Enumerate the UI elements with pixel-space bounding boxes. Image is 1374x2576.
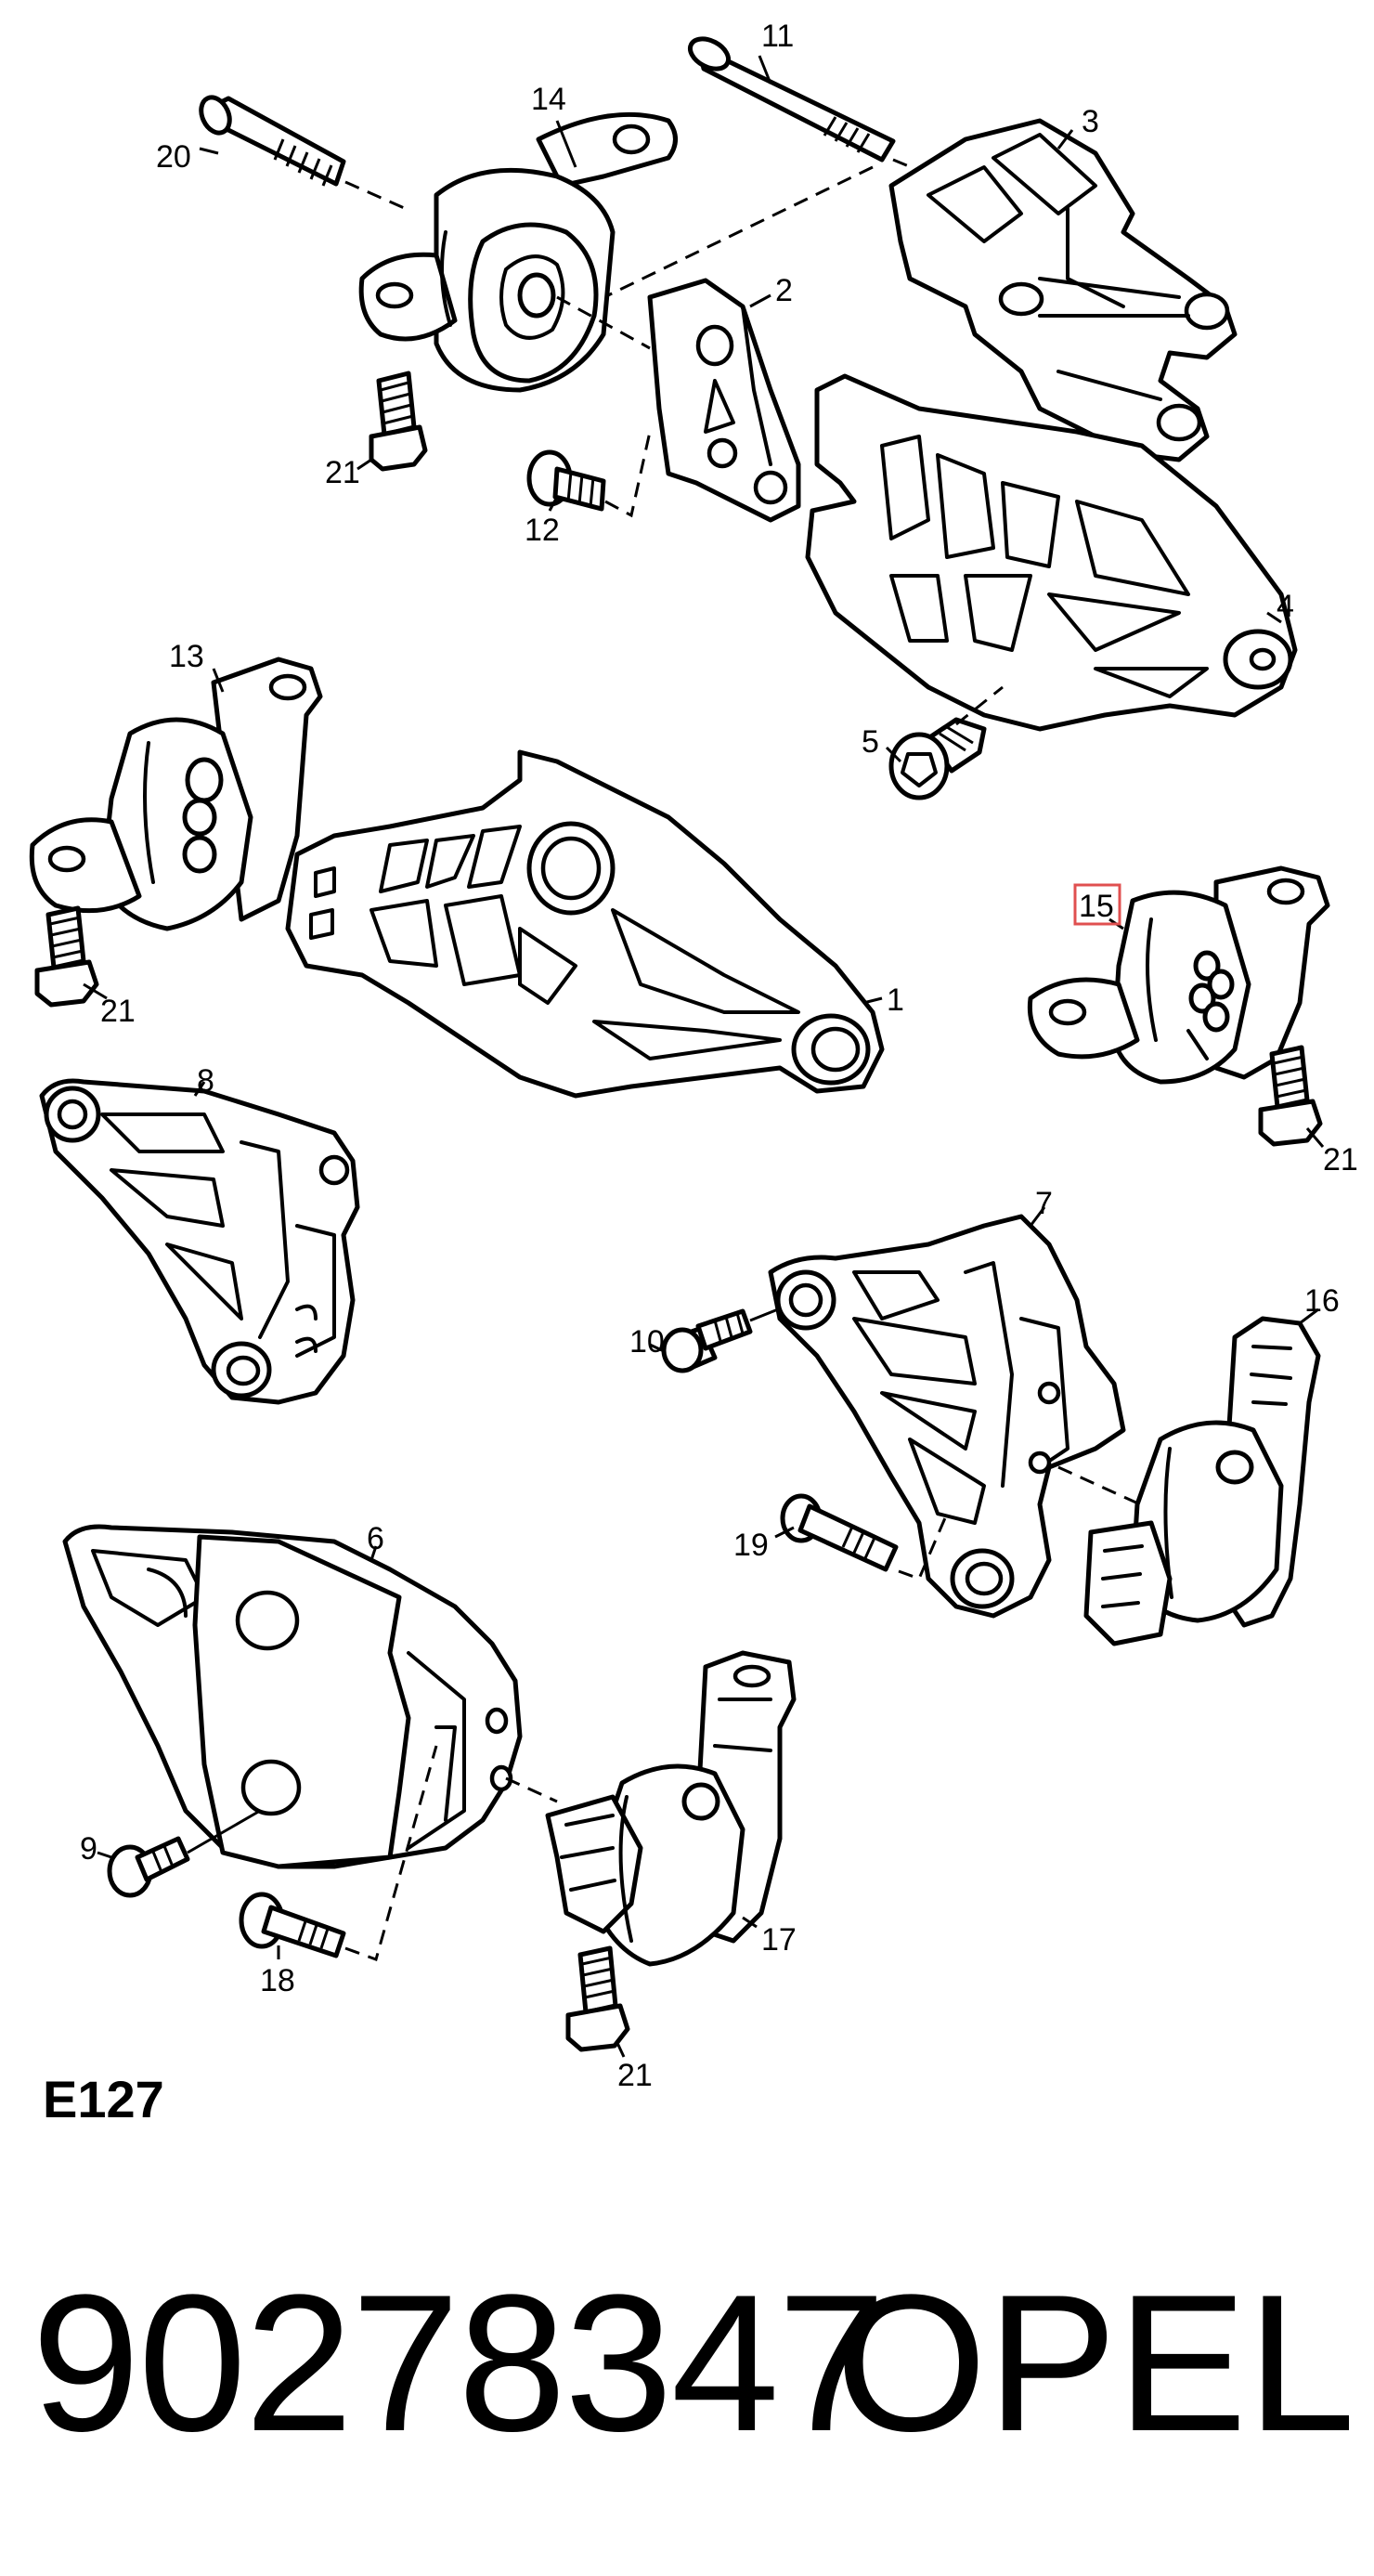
leader-7-16 (1057, 1465, 1161, 1516)
leader-5-4 (955, 685, 1004, 726)
bracket-2 (647, 278, 801, 523)
leader-9-6 (187, 1809, 261, 1854)
callout-13: 13 (169, 639, 204, 674)
callout-leaders (83, 55, 1325, 2058)
callout-15: 15 (1079, 889, 1114, 924)
bolt-12 (526, 449, 606, 512)
callout-19: 19 (733, 1528, 769, 1563)
leader-10-7 (749, 1308, 779, 1322)
bracket-4 (805, 373, 1298, 732)
leader-14-2 (556, 295, 651, 350)
callout-16: 16 (1304, 1283, 1340, 1319)
bolt-19 (780, 1493, 899, 1572)
leader-6-17 (505, 1776, 558, 1803)
stud-21-c (1258, 1045, 1323, 1147)
callout-10: 10 (629, 1324, 665, 1360)
callout-14: 14 (531, 82, 566, 117)
callout-21-b: 21 (100, 994, 136, 1029)
mount-17 (545, 1650, 797, 1967)
bolt-18 (239, 1892, 346, 1958)
callout-1: 1 (887, 982, 904, 1018)
bracket-8 (39, 1078, 360, 1405)
mount-13 (29, 657, 323, 931)
callout-21-a: 21 (325, 455, 360, 490)
bracket-1 (285, 749, 885, 1099)
brand-name: OPEL (835, 2254, 1355, 2472)
leader-19-7 (898, 1513, 949, 1581)
bolt-5 (888, 717, 987, 800)
stud-21-b (34, 905, 99, 1008)
stud-21-d (565, 1945, 630, 2052)
callout-12: 12 (525, 513, 560, 548)
diagram-code: E127 (43, 2070, 164, 2128)
leader-18-6 (344, 1745, 438, 1961)
bracket-7 (768, 1214, 1126, 1619)
callout-21-c: 21 (1323, 1142, 1358, 1177)
callout-11: 11 (761, 19, 794, 54)
mount-16 (1083, 1316, 1321, 1646)
leader-11-2 (575, 165, 874, 313)
callout-20: 20 (156, 139, 191, 175)
leader-20-14 (344, 180, 409, 212)
callout-numbers: 20 14 11 3 2 21 12 4 5 13 21 1 15 21 8 7… (80, 19, 1358, 2093)
callout-7: 7 (1035, 1186, 1053, 1221)
bracket-3 (888, 118, 1238, 462)
callout-21-d: 21 (617, 2058, 653, 2093)
callout-17: 17 (761, 1922, 797, 1958)
leader-12-2 (604, 431, 652, 518)
callout-2: 2 (775, 273, 793, 308)
callout-5: 5 (862, 724, 879, 760)
bracket-6 (62, 1524, 523, 1869)
callout-9: 9 (80, 1831, 97, 1867)
bolt-10 (661, 1308, 753, 1373)
callout-6: 6 (367, 1521, 384, 1556)
part-number: 90278347 (32, 2254, 886, 2472)
bolt-9 (107, 1836, 190, 1898)
callout-4: 4 (1277, 589, 1294, 624)
callout-15-highlight (1073, 883, 1121, 926)
callout-8: 8 (197, 1063, 214, 1099)
callout-18: 18 (260, 1963, 295, 1998)
mount-14 (358, 111, 678, 393)
mount-15 (1027, 865, 1330, 1085)
bolt-11 (687, 36, 896, 163)
callout-3: 3 (1082, 104, 1099, 139)
bolt-20 (199, 95, 346, 187)
stud-21-a (369, 371, 428, 472)
